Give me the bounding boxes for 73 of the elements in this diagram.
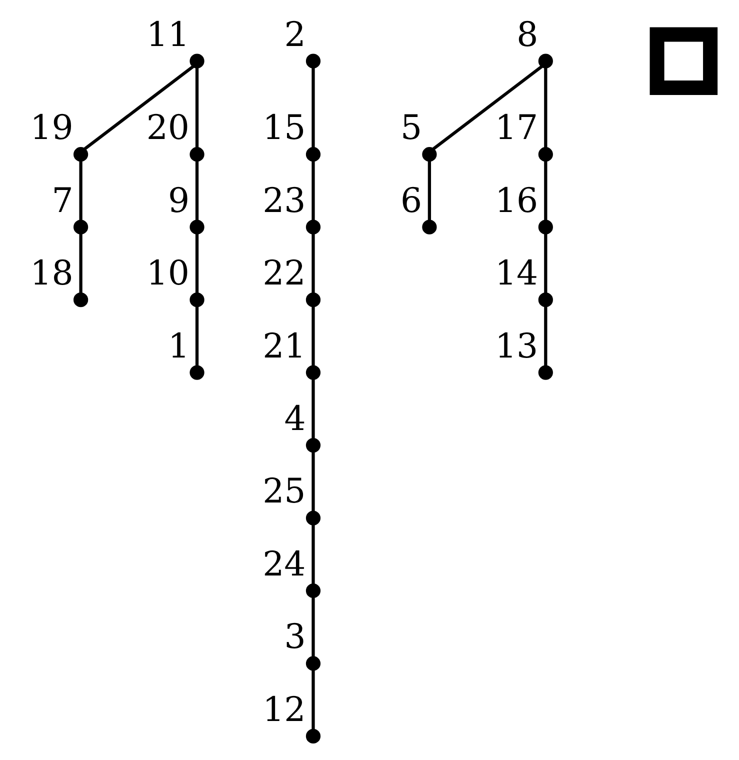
- node-circle: [306, 510, 321, 525]
- node-label: 18: [30, 253, 74, 292]
- node-label: 5: [400, 108, 422, 147]
- node-label: 1: [168, 326, 190, 365]
- node-circle: [74, 146, 88, 162]
- connector: [195, 233, 199, 294]
- node-label: 10: [146, 253, 190, 292]
- node-circle: [74, 292, 88, 307]
- connector: [544, 233, 548, 294]
- node-label: 17: [495, 108, 538, 147]
- connector: [312, 597, 315, 657]
- node-label: 6: [400, 180, 422, 220]
- connector: [312, 160, 315, 220]
- node-circle: [306, 53, 321, 68]
- connector: [312, 233, 315, 294]
- node-label: 8: [516, 14, 538, 54]
- node-label: 15: [262, 108, 306, 147]
- node-label: 14: [495, 253, 538, 292]
- connector: [432, 64, 543, 150]
- node-circle: [538, 146, 553, 162]
- node-circle: [306, 437, 321, 452]
- node-label: 16: [495, 180, 538, 220]
- node-circle: [422, 146, 437, 162]
- node-label: 13: [495, 326, 538, 365]
- node-circle: [306, 364, 321, 380]
- node-circle: [306, 728, 321, 744]
- node-circle: [538, 292, 553, 307]
- node-label: 24: [262, 544, 306, 583]
- node-label: 19: [30, 108, 74, 147]
- node-circle: [538, 53, 553, 68]
- node-label: 4: [284, 398, 306, 438]
- node-label: 11: [146, 14, 190, 54]
- connector: [312, 66, 315, 148]
- node-circle: [190, 146, 204, 162]
- connector: [195, 66, 199, 148]
- node-label: 25: [262, 471, 306, 510]
- node-circle: [190, 292, 204, 307]
- node-circle: [74, 219, 88, 234]
- node-circle: [190, 364, 204, 380]
- connector: [312, 378, 315, 438]
- node-label: 23: [262, 180, 306, 220]
- node-label: 12: [262, 689, 306, 728]
- node-circle: [538, 364, 553, 380]
- connector: [195, 160, 199, 220]
- connector: [312, 670, 315, 730]
- node-circle: [190, 219, 204, 234]
- node-circle: [538, 219, 553, 234]
- node-circle: [306, 582, 321, 598]
- node-label: 21: [262, 326, 306, 365]
- connector: [195, 306, 199, 366]
- connector: [312, 524, 315, 584]
- node-circle: [422, 219, 437, 234]
- connector: [79, 233, 82, 294]
- node-circle: [306, 292, 321, 307]
- connector: [84, 64, 194, 150]
- connector: [428, 160, 432, 220]
- node-circle: [306, 219, 321, 234]
- connector: [544, 306, 548, 366]
- node-circle: [306, 146, 321, 162]
- node-label: 2: [284, 14, 306, 54]
- node-circle: [190, 53, 204, 68]
- node-label: 7: [52, 180, 74, 220]
- node-label: 9: [168, 180, 190, 220]
- node-circle: [306, 656, 321, 670]
- node-label: 20: [146, 108, 190, 147]
- connector: [312, 306, 315, 366]
- connector: [544, 66, 548, 148]
- node-label: 22: [262, 253, 306, 292]
- connector: [544, 160, 548, 220]
- connector: [79, 160, 82, 220]
- connector: [312, 452, 315, 512]
- node-box: [650, 26, 718, 94]
- node-label: 3: [284, 616, 306, 656]
